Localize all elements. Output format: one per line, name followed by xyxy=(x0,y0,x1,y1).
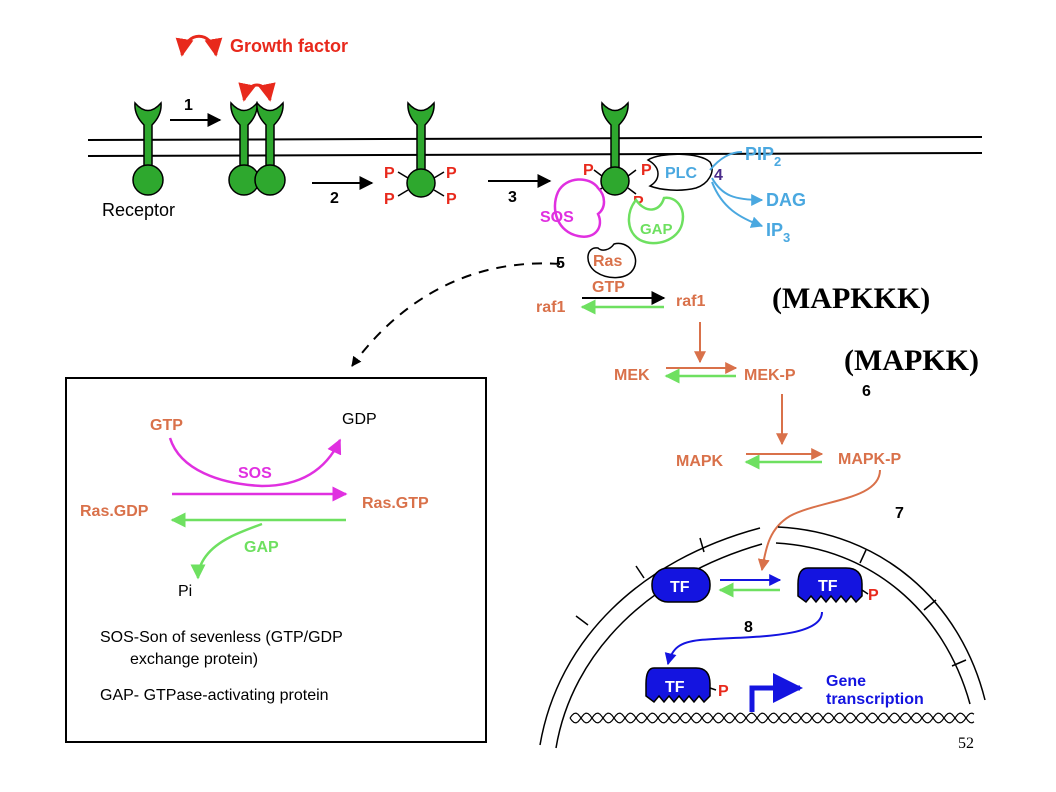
gap-hydrolysis-arrow xyxy=(190,522,263,580)
transcription-start-arrow xyxy=(749,673,803,712)
phosphate-marks xyxy=(397,171,445,197)
phosphate-label: P xyxy=(446,191,457,208)
ras-protein-icon xyxy=(587,242,637,279)
tf-phosphate-bond xyxy=(861,589,869,595)
inset-gap-label: GAP xyxy=(244,539,279,556)
mapkkk-label: (MAPKKK) xyxy=(772,282,930,315)
sos-gap-inset-box xyxy=(65,377,487,743)
gtp-label: GTP xyxy=(592,279,625,296)
tf-label: TF xyxy=(818,578,838,595)
dag-arrow xyxy=(711,177,764,206)
growth-factor-icon xyxy=(175,34,223,57)
sos-exchange-arrow xyxy=(168,437,342,488)
ligand-bridge-icon xyxy=(238,82,276,102)
cell-membrane xyxy=(87,136,983,157)
mek-p-label: MEK-P xyxy=(744,367,796,384)
plc-protein-icon xyxy=(646,153,713,191)
page-number: 52 xyxy=(958,735,974,752)
dna-helix-icon xyxy=(569,712,975,724)
step-8-arrow xyxy=(664,611,823,666)
step-3-label: 3 xyxy=(508,189,517,206)
growth-factor-label: Growth factor xyxy=(230,36,348,56)
raf1-active-label: raf1 xyxy=(676,293,705,310)
sos-protein-icon xyxy=(553,178,606,238)
dag-label: DAG xyxy=(766,190,806,210)
inset-ras-gdp-label: Ras.GDP xyxy=(80,503,149,520)
phosphate-label: P xyxy=(641,162,652,179)
receptor-label: Receptor xyxy=(102,200,175,220)
phosphate-label: P xyxy=(868,587,879,604)
inset-gdp-label: GDP xyxy=(342,411,377,428)
receptor-monomer-icon xyxy=(132,101,164,196)
mapkk-label: (MAPKK) xyxy=(844,344,979,377)
tf-label: TF xyxy=(665,679,685,696)
inset-pi-label: Pi xyxy=(178,583,192,600)
inset-gtp-label: GTP xyxy=(150,417,183,434)
phosphate-label: P xyxy=(718,683,729,700)
tf-label: TF xyxy=(670,579,690,596)
step-5-dashed-arrow xyxy=(351,262,561,367)
step-1-label: 1 xyxy=(184,97,193,114)
legend-sos-definition: SOS-Son of sevenless (GTP/GDP exchange p… xyxy=(100,629,347,668)
raf1-inactive-label: raf1 xyxy=(536,299,565,316)
inset-sos-label: SOS xyxy=(238,465,272,482)
step-8-label: 8 xyxy=(744,619,753,636)
receptor-dimer-icon xyxy=(228,101,286,196)
mek-label: MEK xyxy=(614,367,650,384)
step-4-label: 4 xyxy=(714,167,723,184)
pip2-arrow xyxy=(709,151,743,171)
ras-label: Ras xyxy=(593,253,622,270)
nuclear-envelope xyxy=(539,526,986,749)
phosphate-label: P xyxy=(446,165,457,182)
tf-phosphorylated-icon xyxy=(797,567,863,604)
tf-phosphate-bond xyxy=(709,687,717,691)
ip3-arrow xyxy=(711,181,764,228)
phosphorylated-receptor-icon xyxy=(406,101,436,198)
legend-gap-definition: GAP- GTPase-activating protein xyxy=(100,687,329,704)
gene-transcription-label: Gene transcription xyxy=(826,673,924,708)
mapk-label: MAPK xyxy=(676,453,724,470)
sos-label: SOS xyxy=(540,209,574,226)
phosphate-label: P xyxy=(384,165,395,182)
phosphate-label: P xyxy=(384,191,395,208)
inset-ras-gtp-label: Ras.GTP xyxy=(362,495,429,512)
step-7-label: 7 xyxy=(895,505,904,522)
gap-protein-icon xyxy=(627,196,685,245)
tf-dna-bound-icon xyxy=(645,667,711,704)
gap-label: GAP xyxy=(640,221,673,238)
step-2-label: 2 xyxy=(330,190,339,207)
phosphate-label: P xyxy=(583,162,594,179)
step-6-label: 6 xyxy=(862,383,871,400)
plc-label: PLC xyxy=(665,165,697,182)
mapk-to-nucleus-arrow xyxy=(757,469,881,572)
activated-receptor-icon xyxy=(600,101,630,196)
ip3-label: IP3 xyxy=(766,220,790,245)
step-5-label: 5 xyxy=(556,255,565,272)
tf-inactive-icon xyxy=(651,567,711,603)
mapk-p-label: MAPK-P xyxy=(838,451,901,468)
pip2-label: PIP2 xyxy=(745,144,781,169)
